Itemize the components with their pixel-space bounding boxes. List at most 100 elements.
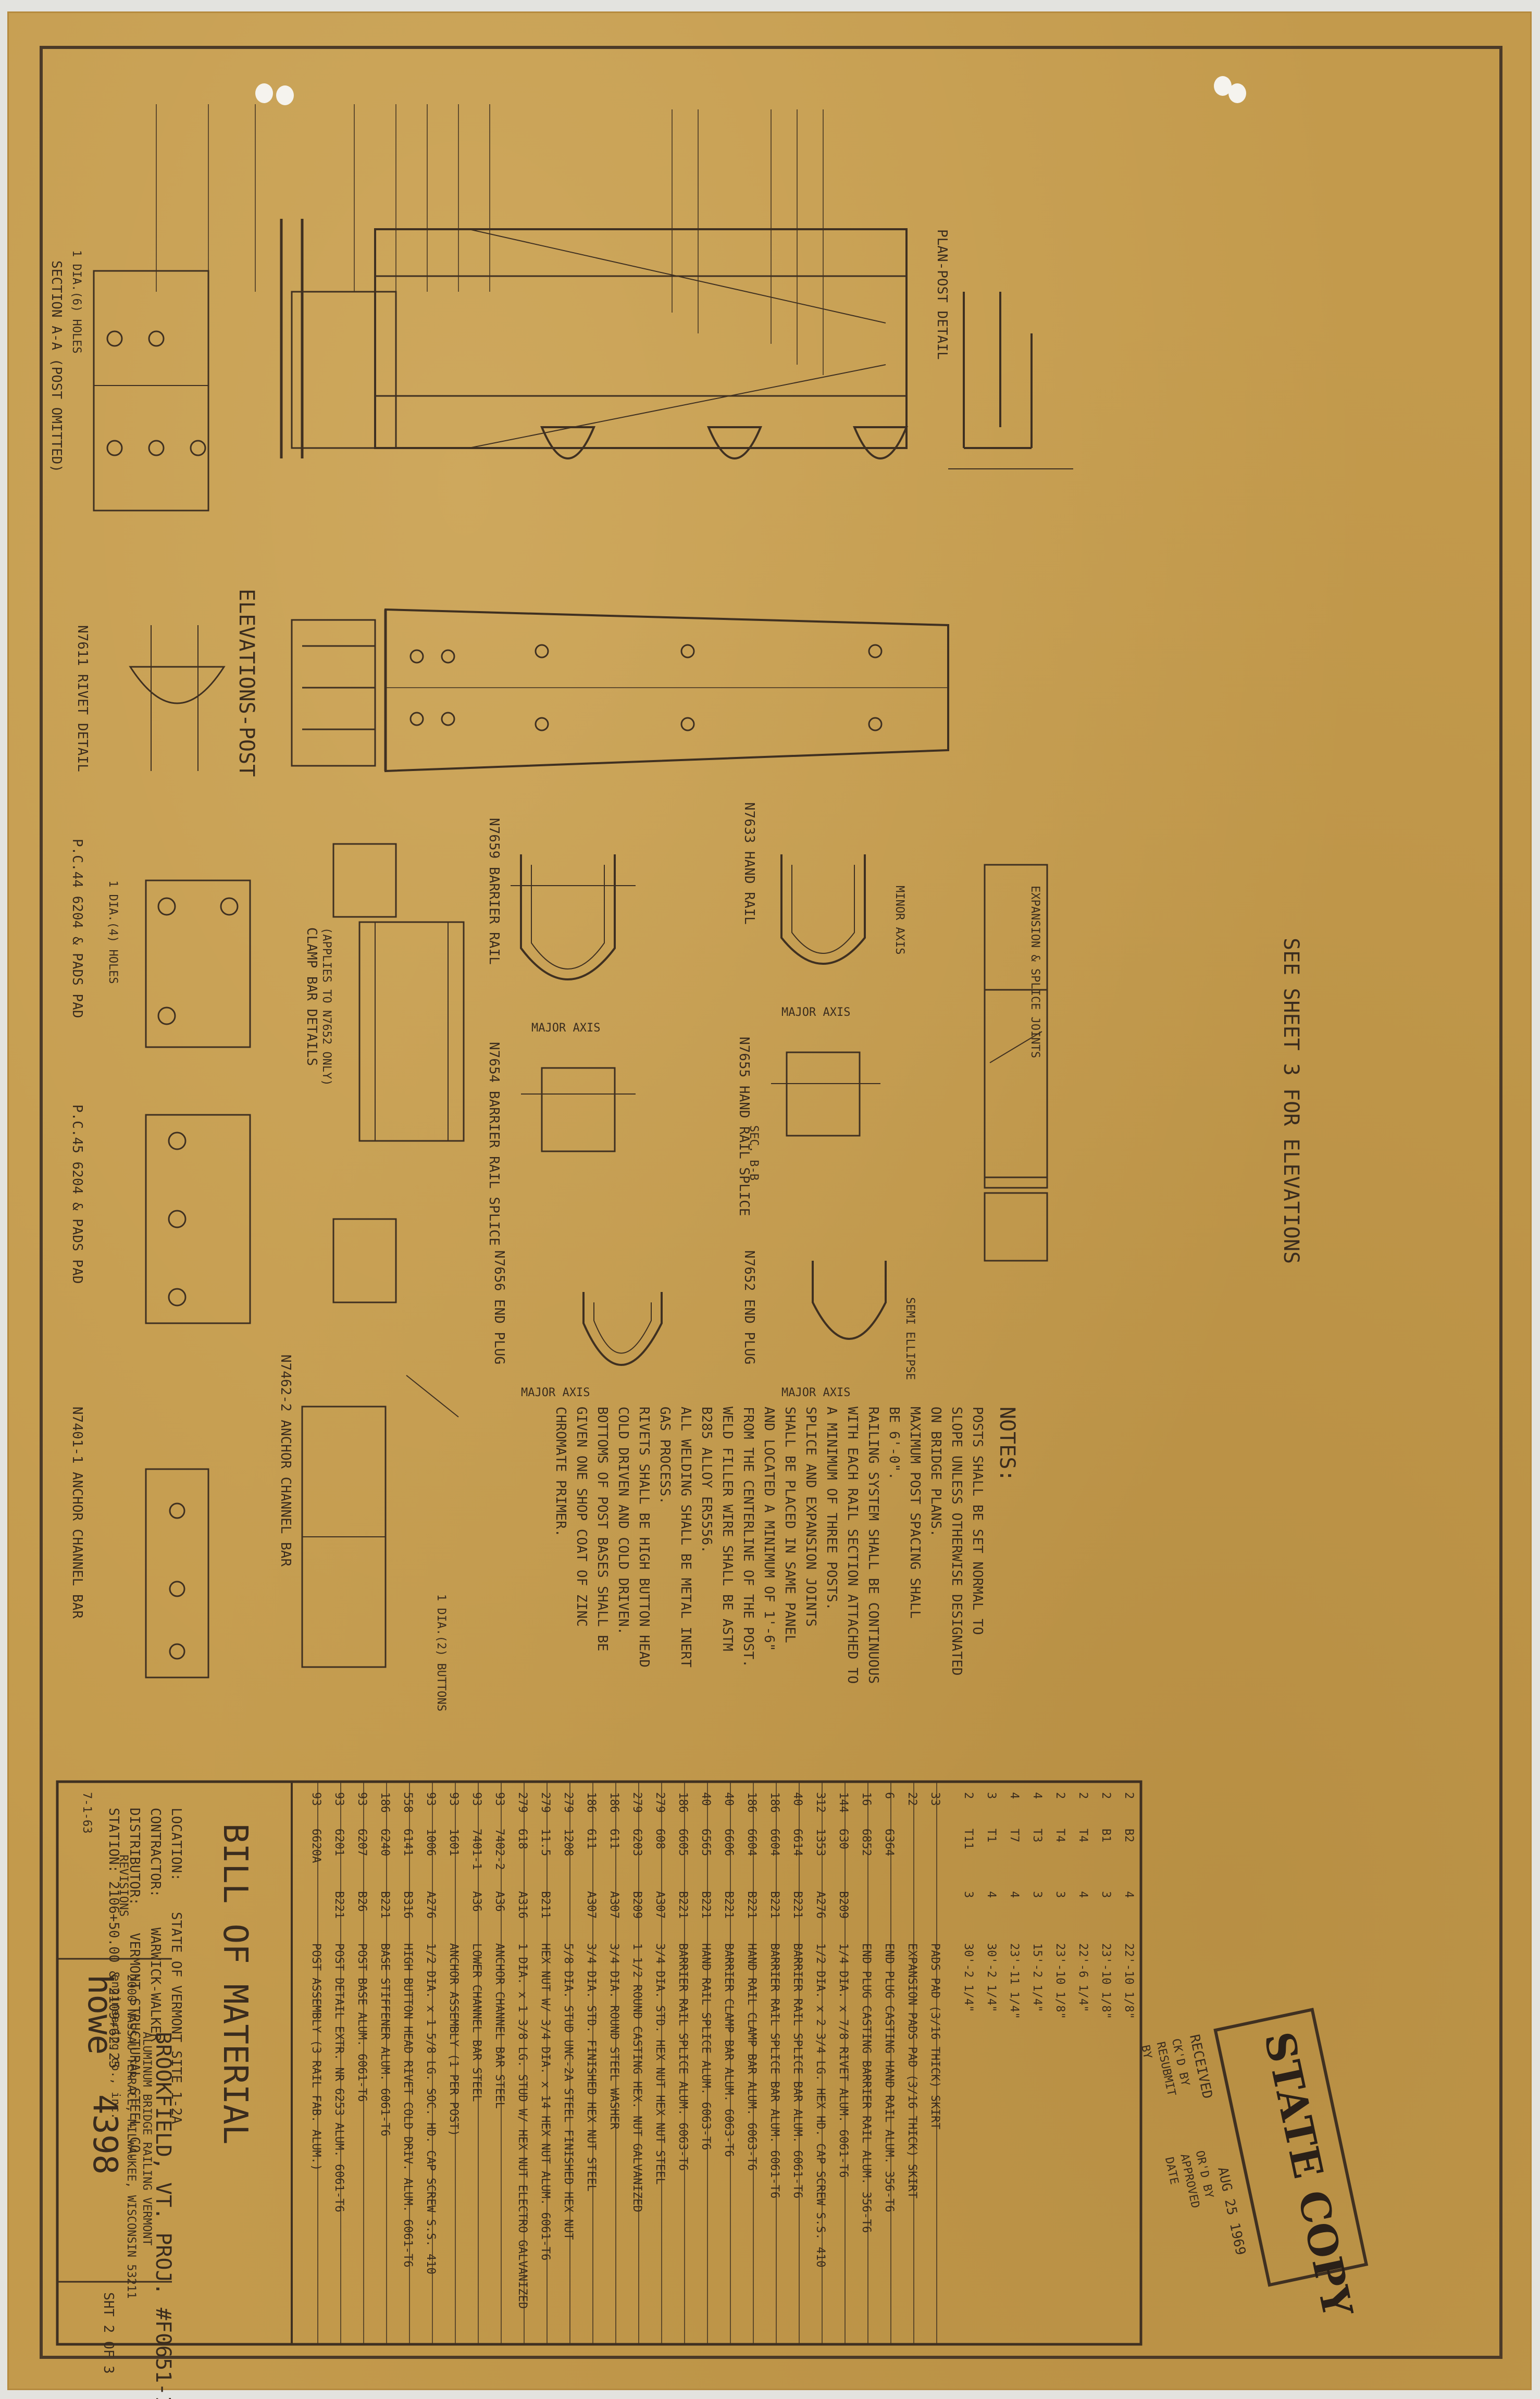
bom-cell: 7402-2 [493, 1829, 506, 1870]
note-line: POSTS SHALL BE SET NORMAL TO [970, 1407, 985, 1635]
bom-cell: 6240 [378, 1829, 391, 1856]
bom-cell: 11.5 [539, 1829, 552, 1856]
bom-cell: 40 [791, 1792, 804, 1806]
bom-cell: ANCHOR ASSEMBLY (1 PER POST) [447, 1943, 460, 2136]
stamp-title: STATE COPY [1255, 2028, 1362, 2321]
clamp-note: (APPLIES TO N7652 ONLY) [320, 927, 333, 1086]
bom-cell: PADS PAD (3/16 THICK) SKIRT [928, 1943, 941, 2130]
anchor-channel-bars: N7462-2 ANCHOR CHANNEL BAR 1 DIA.(2) BUT… [69, 1354, 459, 1711]
bom-cell: HAND RAIL CLAMP BAR ALUM. 6063-T6 [745, 1943, 758, 2171]
bom-cell: B316 [401, 1891, 414, 1919]
bom-cell: B221 [699, 1891, 712, 1919]
firm-name: howe [80, 1974, 119, 2055]
distributor-label: DISTRIBUTOR: [127, 1808, 142, 1906]
bom-cell: 6203 [630, 1829, 643, 1856]
bom-cell: A316 [516, 1891, 529, 1919]
bom-cell: A307 [607, 1891, 620, 1919]
bom-cell: 186 [745, 1792, 758, 1813]
stamp-received: RECEIVED [1186, 2033, 1215, 2100]
bom-cell: B221 [745, 1891, 758, 1919]
title-block: howe 4398 engineering co., inc. 2000 NAS… [57, 1958, 175, 2399]
detail-title: EXPANSION & SPLICE JOINTS [1028, 886, 1041, 1058]
axis-label: MAJOR AXIS [521, 1386, 590, 1399]
bom-cell: 6620A [309, 1829, 322, 1863]
hole-label: 1 DIA.(4) HOLES [106, 880, 119, 984]
rail-cell: 4 [1030, 1792, 1044, 1799]
firm-number: 4398 [85, 2094, 124, 2174]
bom-cell: 558 [401, 1792, 414, 1813]
note-line: COLD DRIVEN AND COLD DRIVEN. [615, 1407, 631, 1635]
note-line: ON BRIDGE PLANS. [928, 1407, 943, 1537]
note-line: WITH EACH RAIL SECTION ATTACHED TO [844, 1407, 860, 1684]
bom-cell: 93 [470, 1792, 483, 1806]
bom-cell: A36 [493, 1891, 506, 1912]
bom-cell: B221 [332, 1891, 345, 1919]
rail-cell: 3 [985, 1792, 998, 1799]
detail-title: N7659 BARRIER RAIL [486, 818, 502, 965]
rail-cell: 4 [985, 1891, 998, 1898]
plan-post-detail: PLAN-POST DETAIL [156, 104, 1073, 469]
bom-cell: BASE STIFFENER ALUM. 6061-T6 [378, 1943, 391, 2136]
bom-cell: 630 [837, 1829, 850, 1849]
bom-cell: BARRIER RAIL SPLICE ALUM. 6063-T6 [676, 1943, 689, 2171]
see-sheet-note: SEE SHEET 3 FOR ELEVATIONS [1279, 938, 1303, 1264]
rivet-detail: N7611 RIVET DETAIL [74, 625, 226, 772]
bom-cell: 279 [630, 1792, 643, 1813]
drawing-description: ALUMINUM BRIDGE RAILING VERMONT [140, 2032, 153, 2246]
bom-cell: 1 1/2 ROUND CASTING HEX. NUT GALVANIZED [630, 1943, 643, 2212]
note-line: A MINIMUM OF THREE POSTS. [824, 1407, 839, 1610]
bom-cell: A276 [424, 1891, 437, 1919]
bom-cell: A307 [585, 1891, 598, 1919]
stamp-by: BY [1138, 2044, 1154, 2060]
detail-title: N7654 BARRIER RAIL SPLICE [486, 1042, 502, 1246]
bom-cell: 3/4 DIA. STD. FINISHED HEX NUT STEEL [585, 1943, 598, 2192]
bom-cell: 93 [332, 1792, 345, 1806]
detail-title: N7401-1 ANCHOR CHANNEL BAR [69, 1407, 85, 1619]
rail-cell: 22'-6 1/4" [1076, 1943, 1089, 2012]
bom-cell: END PLUG CASTING HAND RAIL ALUM. 356-T6 [883, 1943, 896, 2212]
bom-cell: 93 [355, 1792, 368, 1806]
bom-cell: 33 [928, 1792, 941, 1806]
note-line: BE 6'-0". [886, 1407, 902, 1480]
rail-cell: 3 [1030, 1891, 1044, 1898]
bom-cell: 618 [516, 1829, 529, 1849]
bom-cell: 279 [562, 1792, 575, 1813]
axis-label: MAJOR AXIS [781, 1386, 850, 1399]
bom-cell: B209 [630, 1891, 643, 1919]
note-line: BOTTOMS OF POST BASES SHALL BE [594, 1407, 610, 1651]
bom-cell: 5/8 DIA. STUD UNC-2A STEEL FINISHED HEX … [562, 1943, 575, 2240]
punch-hole [276, 85, 294, 105]
bom-cell: 608 [653, 1829, 666, 1849]
rail-cell: 2 [962, 1792, 975, 1799]
detail-title: P.C.45 6204 & PADS PAD [69, 1104, 85, 1284]
bom-cell: B221 [791, 1891, 804, 1919]
bom-cell: 611 [607, 1829, 620, 1849]
axis-label: SEMI ELLIPSE [903, 1297, 916, 1380]
rail-cell: B2 [1122, 1829, 1135, 1843]
bom-cell: 6 [883, 1792, 896, 1799]
notes-block: NOTES: POSTS SHALL BE SET NORMAL TO SLOP… [553, 1407, 1019, 1684]
rail-cell: 3 [1053, 1891, 1066, 1898]
bom-cell: 1/4 DIA. x 7/8 RIVET ALUM. 6061-T6 [837, 1943, 850, 2178]
stationing: STATION: 2106+50.00 & 2109+62.25 [106, 1808, 121, 2069]
bom-cell: 3/4 DIA. ROUND STEEL WASHER [607, 1943, 620, 2130]
bom-cell: B209 [837, 1891, 850, 1919]
bom-cell: A307 [653, 1891, 666, 1919]
bom-cell: 186 [768, 1792, 781, 1813]
rail-cell: 23'-10 1/8" [1099, 1943, 1112, 2019]
bom-cell: 6364 [883, 1829, 896, 1856]
detail-title: N7652 END PLUG [741, 1250, 757, 1364]
bom-cell: B211 [539, 1891, 552, 1919]
bom-cell: B221 [768, 1891, 781, 1919]
detail-title: PLAN-POST DETAIL [934, 229, 950, 359]
bom-cell: 1 DIA. x 1 3/8 LG. STUD W/ HEX NUT ELECT… [516, 1943, 529, 2309]
contractor-value: WARWICK-WALKER [147, 1928, 163, 2042]
note-line: CHROMATE PRIMER. [553, 1407, 568, 1537]
note-line: SLOPE UNLESS OTHERWISE DESIGNATED [949, 1407, 964, 1676]
bom-cell: BARRIER CLAMP BAR ALUM. 6063-T6 [722, 1943, 735, 2157]
detail-title: N7611 RIVET DETAIL [74, 625, 90, 772]
bom-cell: 40 [722, 1792, 735, 1806]
bom-cell: 1/2 DIA. x 1 5/8 LG. SOC. HD. CAP SCREW … [424, 1943, 437, 2274]
notes-title: NOTES: [995, 1407, 1019, 1482]
